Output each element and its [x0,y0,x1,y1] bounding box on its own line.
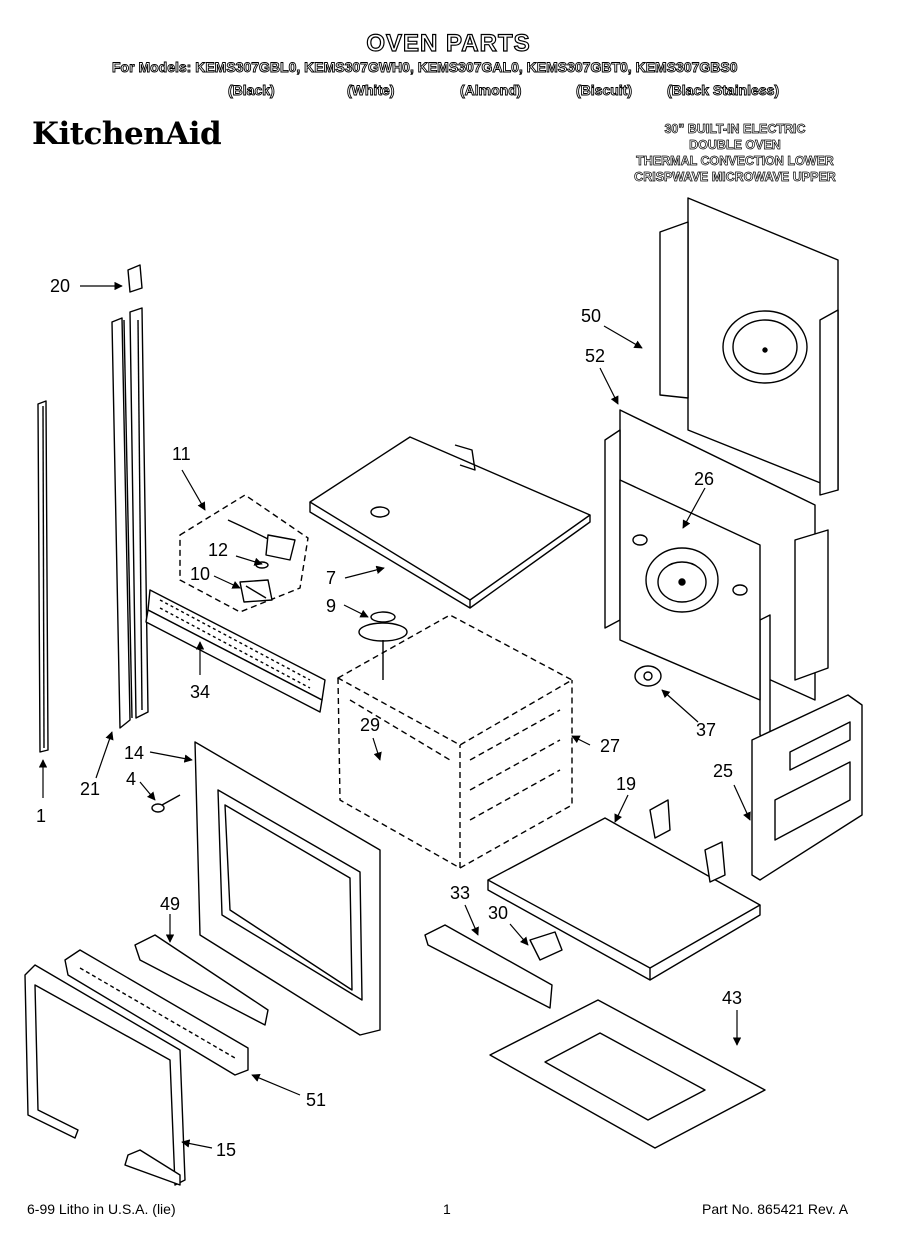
part-20-clip [127,264,143,293]
part-21-side-panel [111,307,149,729]
part-34-vent [145,589,326,713]
callout-33: 33 [450,883,470,903]
callout-34: 34 [190,682,210,702]
callout-11: 11 [172,444,191,464]
callout-52: 52 [585,346,605,366]
callout-37: 37 [696,720,716,740]
product-description: 30" BUILT-IN ELECTRIC DOUBLE OVEN THERMA… [600,121,870,185]
callout-4: 4 [126,769,136,789]
part-14-front-frame [194,741,381,1036]
models-line: For Models: KEMS307GBL0, KEMS307GWH0, KE… [112,59,738,76]
callout-26: 26 [694,469,714,489]
description-line: 30" BUILT-IN ELECTRIC [664,122,806,137]
callout-51: 51 [306,1090,326,1110]
callout-21: 21 [80,779,100,799]
footer-page-number: 1 [443,1201,451,1217]
description-line: THERMAL CONVECTION LOWER [636,154,834,169]
color-label: (White) [347,82,395,99]
part-26-fan-plate [619,479,761,701]
part-50-rear-panel [659,197,839,496]
footer-litho: 6-99 Litho in U.S.A. (lie) [27,1201,176,1217]
callout-1: 1 [36,806,46,826]
part-43-bottom-tray [489,999,766,1149]
description-line: DOUBLE OVEN [689,138,781,153]
page-title: OVEN PARTS [366,29,531,57]
callout-29: 29 [360,715,380,735]
callout-15: 15 [216,1140,236,1160]
callout-49: 49 [160,894,180,914]
callout-27: 27 [600,736,620,756]
callout-leaders [38,281,751,1149]
callout-25: 25 [713,761,733,781]
part-25-back-cover [751,694,863,881]
callout-7: 7 [326,568,336,588]
part-9-motor [358,611,408,680]
description-line: CRISPWAVE MICROWAVE UPPER [634,170,836,185]
color-label: (Black Stainless) [667,82,780,99]
callout-20: 20 [50,276,70,296]
part-30-bracket [529,931,563,961]
part-11-group [179,494,309,613]
part-19-bottom-shelf [487,799,761,981]
part-4-screw [151,794,181,813]
callout-19: 19 [616,774,636,794]
part-7-top-plate [309,436,591,609]
footer-part-number: Part No. 865421 Rev. A [702,1201,849,1217]
color-label: (Biscuit) [576,82,633,99]
callout-14: 14 [124,743,144,763]
part-51-door-trim [64,949,249,1076]
callout-9: 9 [326,596,336,616]
part-1-trim [37,400,49,753]
part-37-thermostat [634,665,662,687]
callout-numbers: 20 1 21 11 12 10 34 7 9 50 52 26 37 29 2… [36,276,742,1160]
color-label: (Almond) [460,82,522,99]
part-33-rail [424,924,553,1009]
part-27-cavity [337,614,573,869]
callout-30: 30 [488,903,508,923]
color-label: (Black) [228,82,276,99]
callout-43: 43 [722,988,742,1008]
callout-12: 12 [208,540,228,560]
callout-50: 50 [581,306,601,326]
callout-10: 10 [190,564,210,584]
part-15-door-gasket [24,964,186,1186]
brand-logo: KitchenAid [32,116,222,152]
part-49-trim-bar [134,934,269,1026]
